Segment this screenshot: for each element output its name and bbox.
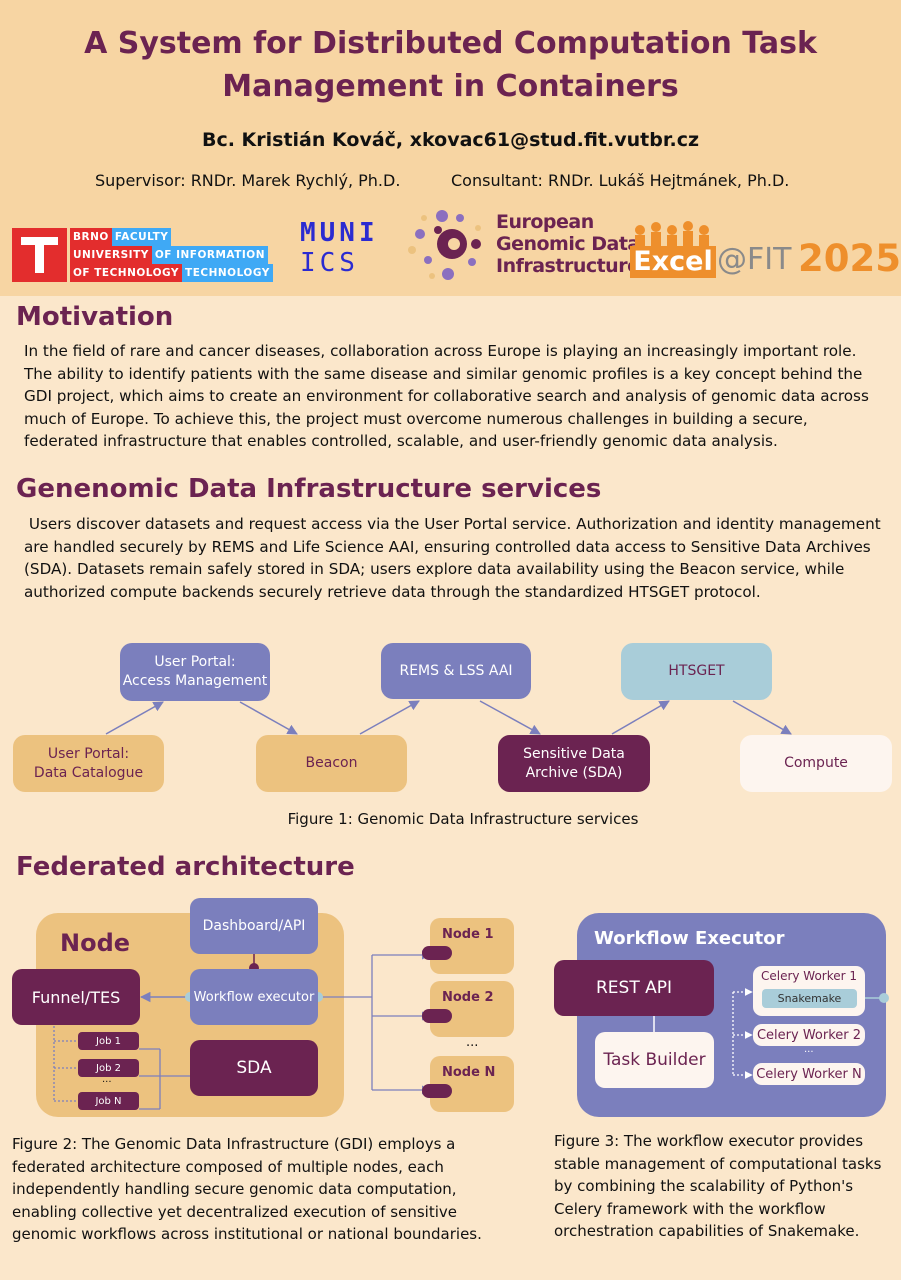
author: Bc. Kristián Kováč, xkovac61@stud.fit.vu…	[201, 129, 700, 151]
node2-label: Node 2	[442, 990, 494, 1005]
year-2025: 2025	[798, 237, 901, 280]
title-line-2: Management in Containers	[222, 69, 679, 104]
rems-box: REMS & LSS AAI	[381, 643, 531, 699]
node-sda-box: SDA	[190, 1040, 318, 1096]
but-line2a: UNIVERSITY	[70, 246, 152, 264]
workers-ellipsis: ...	[804, 1044, 814, 1055]
fit-line3b: TECHNOLOGY	[182, 264, 273, 282]
services-heading: Genenomic Data Infrastructure services	[16, 474, 602, 504]
job-2: Job 2	[78, 1059, 139, 1077]
funnel-tes-box: Funnel/TES	[12, 969, 140, 1025]
excel-word: Excel	[630, 246, 716, 278]
egdi-dots-icon	[408, 210, 481, 280]
egdi-line1: European	[496, 211, 594, 233]
remote-node-n: Node N	[422, 1056, 514, 1112]
workflow-executor-box: Workflow executor	[190, 969, 318, 1025]
fit-line1b: FACULTY	[111, 228, 172, 246]
job-n: Job N	[78, 1092, 139, 1110]
ics-text: ICS	[300, 248, 359, 278]
arrow-htsget-to-compute	[732, 700, 792, 735]
celery-worker-n: Celery Worker N	[753, 1063, 865, 1085]
excel-crowd-icon	[635, 221, 709, 250]
celery-worker-2: Celery Worker 2	[753, 1024, 865, 1046]
snakemake-box: Snakemake	[762, 989, 857, 1008]
node2-pill	[422, 1009, 452, 1023]
rest-api-box: REST API	[554, 960, 714, 1016]
catalogue-l2: Data Catalogue	[33, 764, 144, 781]
executor-connectors	[653, 988, 889, 1079]
htsget-box: HTSGET	[621, 643, 772, 700]
executor-title: Workflow Executor	[594, 928, 785, 949]
noden-label: Node N	[442, 1065, 496, 1080]
motivation-text: In the field of rare and cancer diseases…	[24, 342, 869, 451]
poster-title: A System for Distributed Computation Tas…	[60, 22, 841, 108]
node1-pill	[422, 946, 452, 960]
figure2-caption: Figure 2: The Genomic Data Infrastructur…	[12, 1135, 482, 1244]
task-builder-box: Task Builder	[595, 1032, 714, 1088]
arrow-access-to-beacon	[239, 701, 298, 735]
worker1-label: Celery Worker 1	[760, 969, 858, 983]
nodes-ellipsis: ...	[466, 1035, 479, 1050]
consultant: Consultant: RNDr. Lukáš Hejtmánek, Ph.D.	[451, 171, 790, 190]
services-text: Users discover datasets and request acce…	[24, 515, 886, 601]
but-line1a: BRNO	[70, 228, 112, 246]
muni-ics-logo: MUNI ICS	[300, 218, 390, 282]
arrow-rems-to-sda	[479, 700, 541, 735]
egdi-line2: Genomic Data	[496, 233, 640, 255]
fit-line2b: OF INFORMATION	[151, 246, 269, 264]
access-l2: Access Management	[122, 673, 268, 689]
dashboard-api-box: Dashboard/API	[190, 898, 318, 954]
catalogue-l1: User Portal:	[47, 745, 130, 762]
but-line3a: OF TECHNOLOGY	[70, 264, 183, 282]
snakemake-port	[879, 993, 889, 1003]
remote-node-2: Node 2	[422, 981, 514, 1037]
federated-heading: Federated architecture	[16, 852, 355, 882]
egdi-logo-text: European Genomic Data Infrastructure	[496, 211, 640, 277]
but-t-icon	[12, 228, 67, 282]
node-title: Node	[60, 929, 131, 957]
figure3-caption: Figure 3: The workflow executor provides…	[554, 1132, 882, 1241]
job-ellipsis: ...	[102, 1074, 112, 1085]
access-l1: User Portal:	[154, 654, 236, 670]
motivation-heading: Motivation	[16, 302, 174, 332]
sda-l2: Archive (SDA)	[525, 764, 623, 781]
job-1: Job 1	[78, 1032, 139, 1050]
node1-label: Node 1	[442, 927, 494, 942]
user-portal-access-box: User Portal: Access Management	[120, 643, 270, 701]
celery-worker-1: Celery Worker 1 Snakemake	[753, 966, 865, 1016]
services-arrows	[105, 700, 792, 735]
remote-node-1: Node 1	[422, 918, 514, 974]
supervisor: Supervisor: RNDr. Marek Rychlý, Ph.D.	[95, 171, 401, 190]
muni-text: MUNI	[300, 218, 379, 248]
arrow-catalogue-to-access	[105, 701, 164, 735]
compute-box: Compute	[740, 735, 892, 792]
egdi-line3: Infrastructure	[496, 255, 640, 277]
sda-l1: Sensitive Data	[523, 745, 625, 762]
noden-pill	[422, 1084, 452, 1098]
figure1-caption: Figure 1: Genomic Data Infrastructure se…	[287, 810, 639, 828]
arrow-sda-to-htsget	[611, 700, 670, 735]
user-portal-catalogue-box: User Portal: Data Catalogue	[13, 735, 164, 792]
title-line-1: A System for Distributed Computation Tas…	[84, 26, 817, 61]
at-fit-text: @FIT	[717, 242, 792, 277]
beacon-box: Beacon	[256, 735, 407, 792]
arrow-beacon-to-rems	[359, 700, 420, 735]
